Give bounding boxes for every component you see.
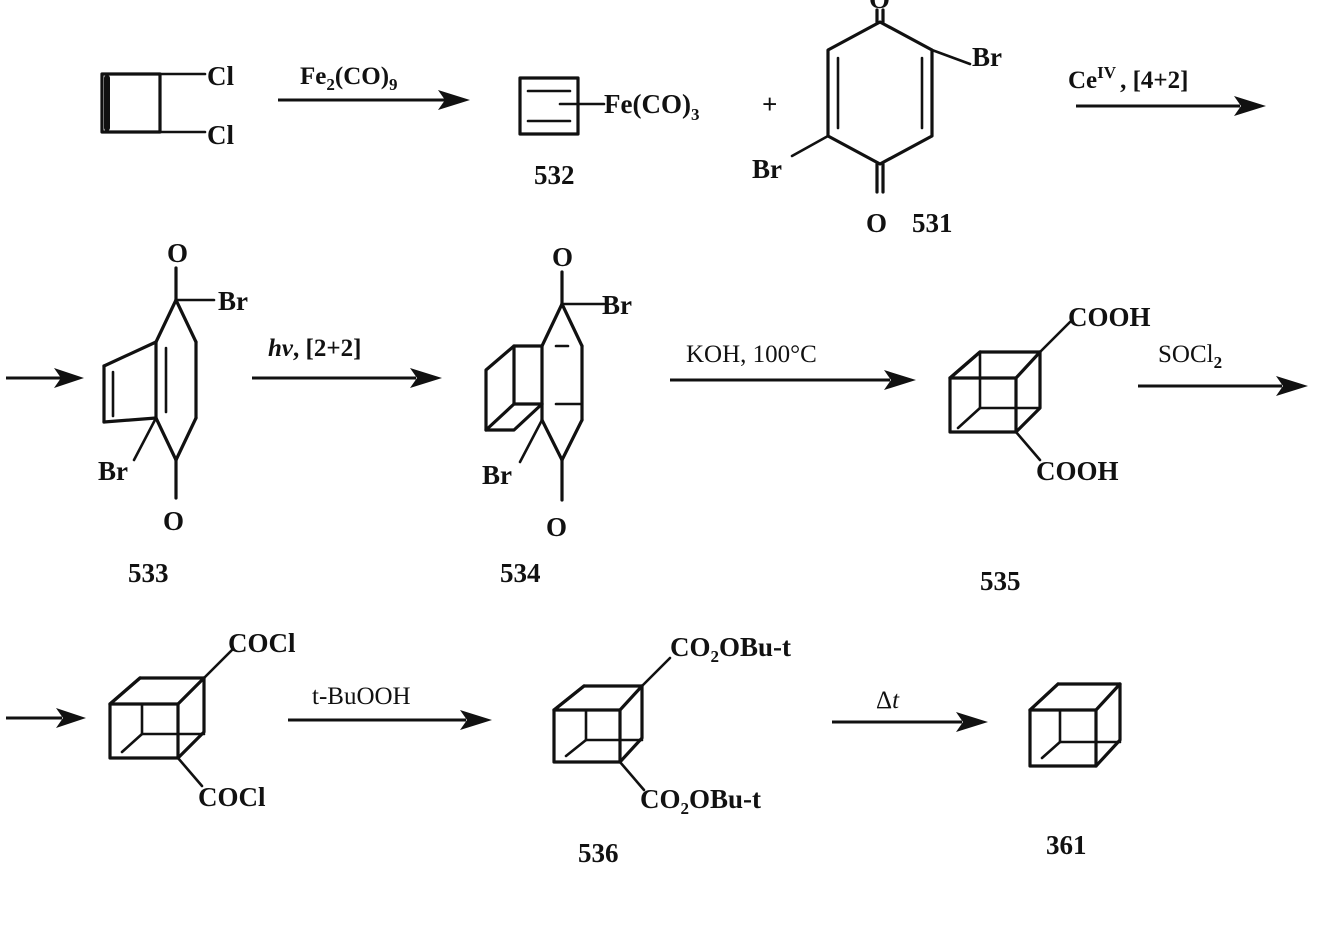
- carboxylic-acid-label-1: COOH: [1068, 302, 1151, 332]
- condition-koh: KOH, 100°C: [686, 341, 817, 368]
- bromo-label-2: Br: [98, 456, 128, 486]
- compound-535-structure: COOH COOH 535: [948, 302, 1151, 596]
- reaction-arrow-3: hν, [2+2]: [252, 335, 442, 388]
- continuation-arrow-row3: [6, 708, 86, 728]
- oxygen-label-bottom: O: [163, 506, 184, 536]
- compound-534-structure: O O Br Br 534: [482, 242, 632, 588]
- oxygen-label-bottom: O: [546, 512, 567, 542]
- reaction-arrow-6: t-BuOOH: [288, 683, 492, 730]
- bromo-label-1: Br: [218, 286, 248, 316]
- condition-heat: Δt: [876, 687, 900, 714]
- iron-tricarbonyl-label: Fe(CO)3: [604, 89, 699, 124]
- oxygen-label-top: O: [869, 0, 890, 14]
- compound-532-structure: Fe(CO)3 532: [518, 76, 699, 190]
- dichlorocyclobutene-structure: Cl Cl: [100, 61, 234, 150]
- carboxylic-acid-label-2: COOH: [1036, 456, 1119, 486]
- compound-number-534: 534: [500, 558, 541, 588]
- reagent-socl2: SOCl2: [1158, 341, 1222, 372]
- acid-chloride-label-1: COCl: [228, 628, 296, 658]
- perester-label-2: CO2OBu-t: [640, 784, 761, 818]
- plus-sign: +: [762, 89, 777, 119]
- compound-number-532: 532: [534, 160, 575, 190]
- reagent-ceIV: CeIV, [4+2]: [1068, 63, 1188, 94]
- reaction-arrow-5: SOCl2: [1138, 341, 1308, 396]
- oxygen-label-bottom: O: [866, 208, 887, 238]
- condition-hv: hν, [2+2]: [268, 335, 361, 362]
- compound-number-533: 533: [128, 558, 169, 588]
- cubane-diacid-chloride-structure: COCl COCl: [108, 628, 296, 812]
- bromo-label-1: Br: [972, 42, 1002, 72]
- chloro-label-2: Cl: [207, 120, 234, 150]
- compound-number-535: 535: [980, 566, 1021, 596]
- compound-361-cubane-structure: 361: [1028, 682, 1122, 860]
- compound-number-361: 361: [1046, 830, 1087, 860]
- bromo-label-2: Br: [482, 460, 512, 490]
- bromo-label-2: Br: [752, 154, 782, 184]
- reaction-arrow-7: Δt: [832, 687, 988, 732]
- oxygen-label-top: O: [552, 242, 573, 272]
- acid-chloride-label-2: COCl: [198, 782, 266, 812]
- oxygen-label-top: O: [167, 238, 188, 268]
- reaction-arrow-2: CeIV, [4+2]: [1068, 63, 1266, 116]
- reaction-arrow-4: KOH, 100°C: [670, 341, 916, 390]
- bromo-label-1: Br: [602, 290, 632, 320]
- perester-label-1: CO2OBu-t: [670, 632, 791, 666]
- compound-533-structure: O O Br Br 533: [98, 238, 248, 588]
- reagent-fe2co9: Fe2(CO)9: [300, 63, 398, 94]
- compound-number-536: 536: [578, 838, 619, 868]
- compound-536-structure: CO2OBu-t CO2OBu-t 536: [552, 632, 791, 868]
- compound-number-531: 531: [912, 208, 953, 238]
- reaction-arrow-1: Fe2(CO)9: [278, 63, 470, 110]
- continuation-arrow-row2: [6, 368, 84, 388]
- compound-531-structure: O O Br Br 531: [752, 0, 1002, 238]
- reagent-tbuooh: t-BuOOH: [312, 683, 411, 710]
- chloro-label-1: Cl: [207, 61, 234, 91]
